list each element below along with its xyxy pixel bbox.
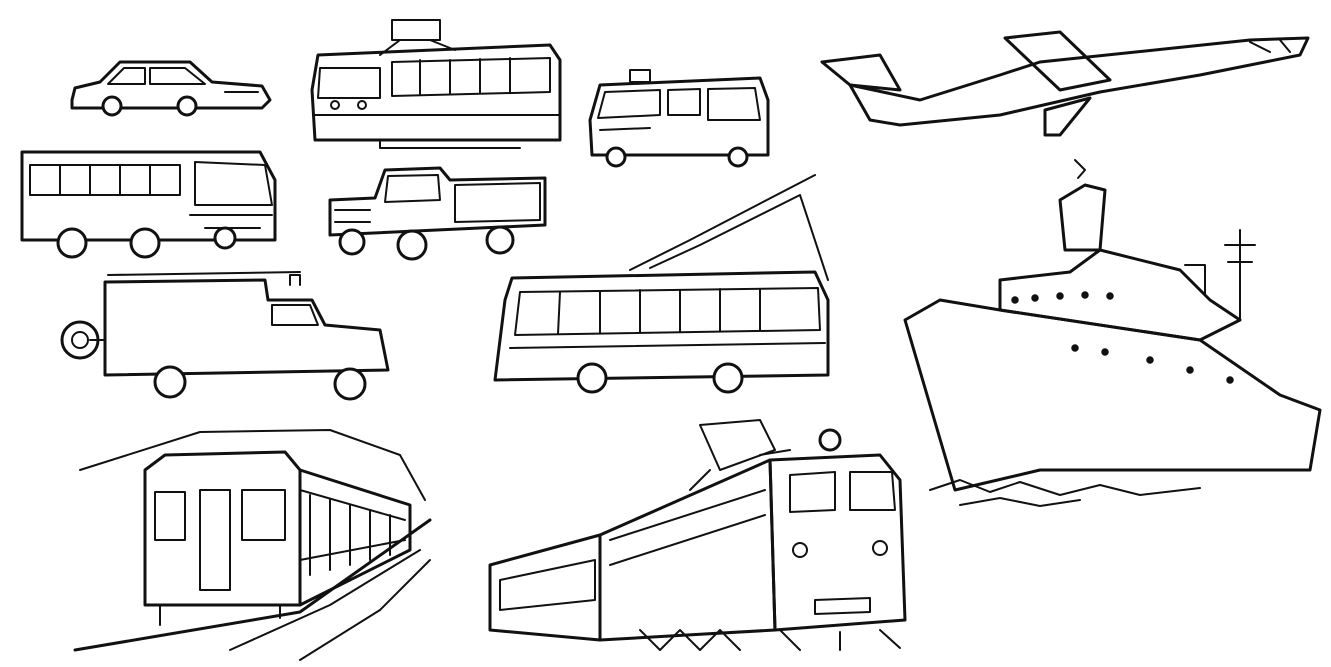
bus-drawing — [20, 150, 277, 259]
trolleybus-drawing — [493, 174, 830, 394]
ship-drawing — [903, 159, 1322, 507]
service-truck-drawing — [60, 271, 390, 401]
tram-drawing — [310, 19, 562, 149]
metro-train-drawing — [73, 429, 432, 661]
electric-train-drawing — [488, 419, 907, 651]
car-drawing — [70, 60, 272, 117]
truck-drawing — [328, 166, 547, 261]
airplane-drawing — [820, 30, 1310, 137]
ambulance-drawing — [588, 69, 770, 168]
